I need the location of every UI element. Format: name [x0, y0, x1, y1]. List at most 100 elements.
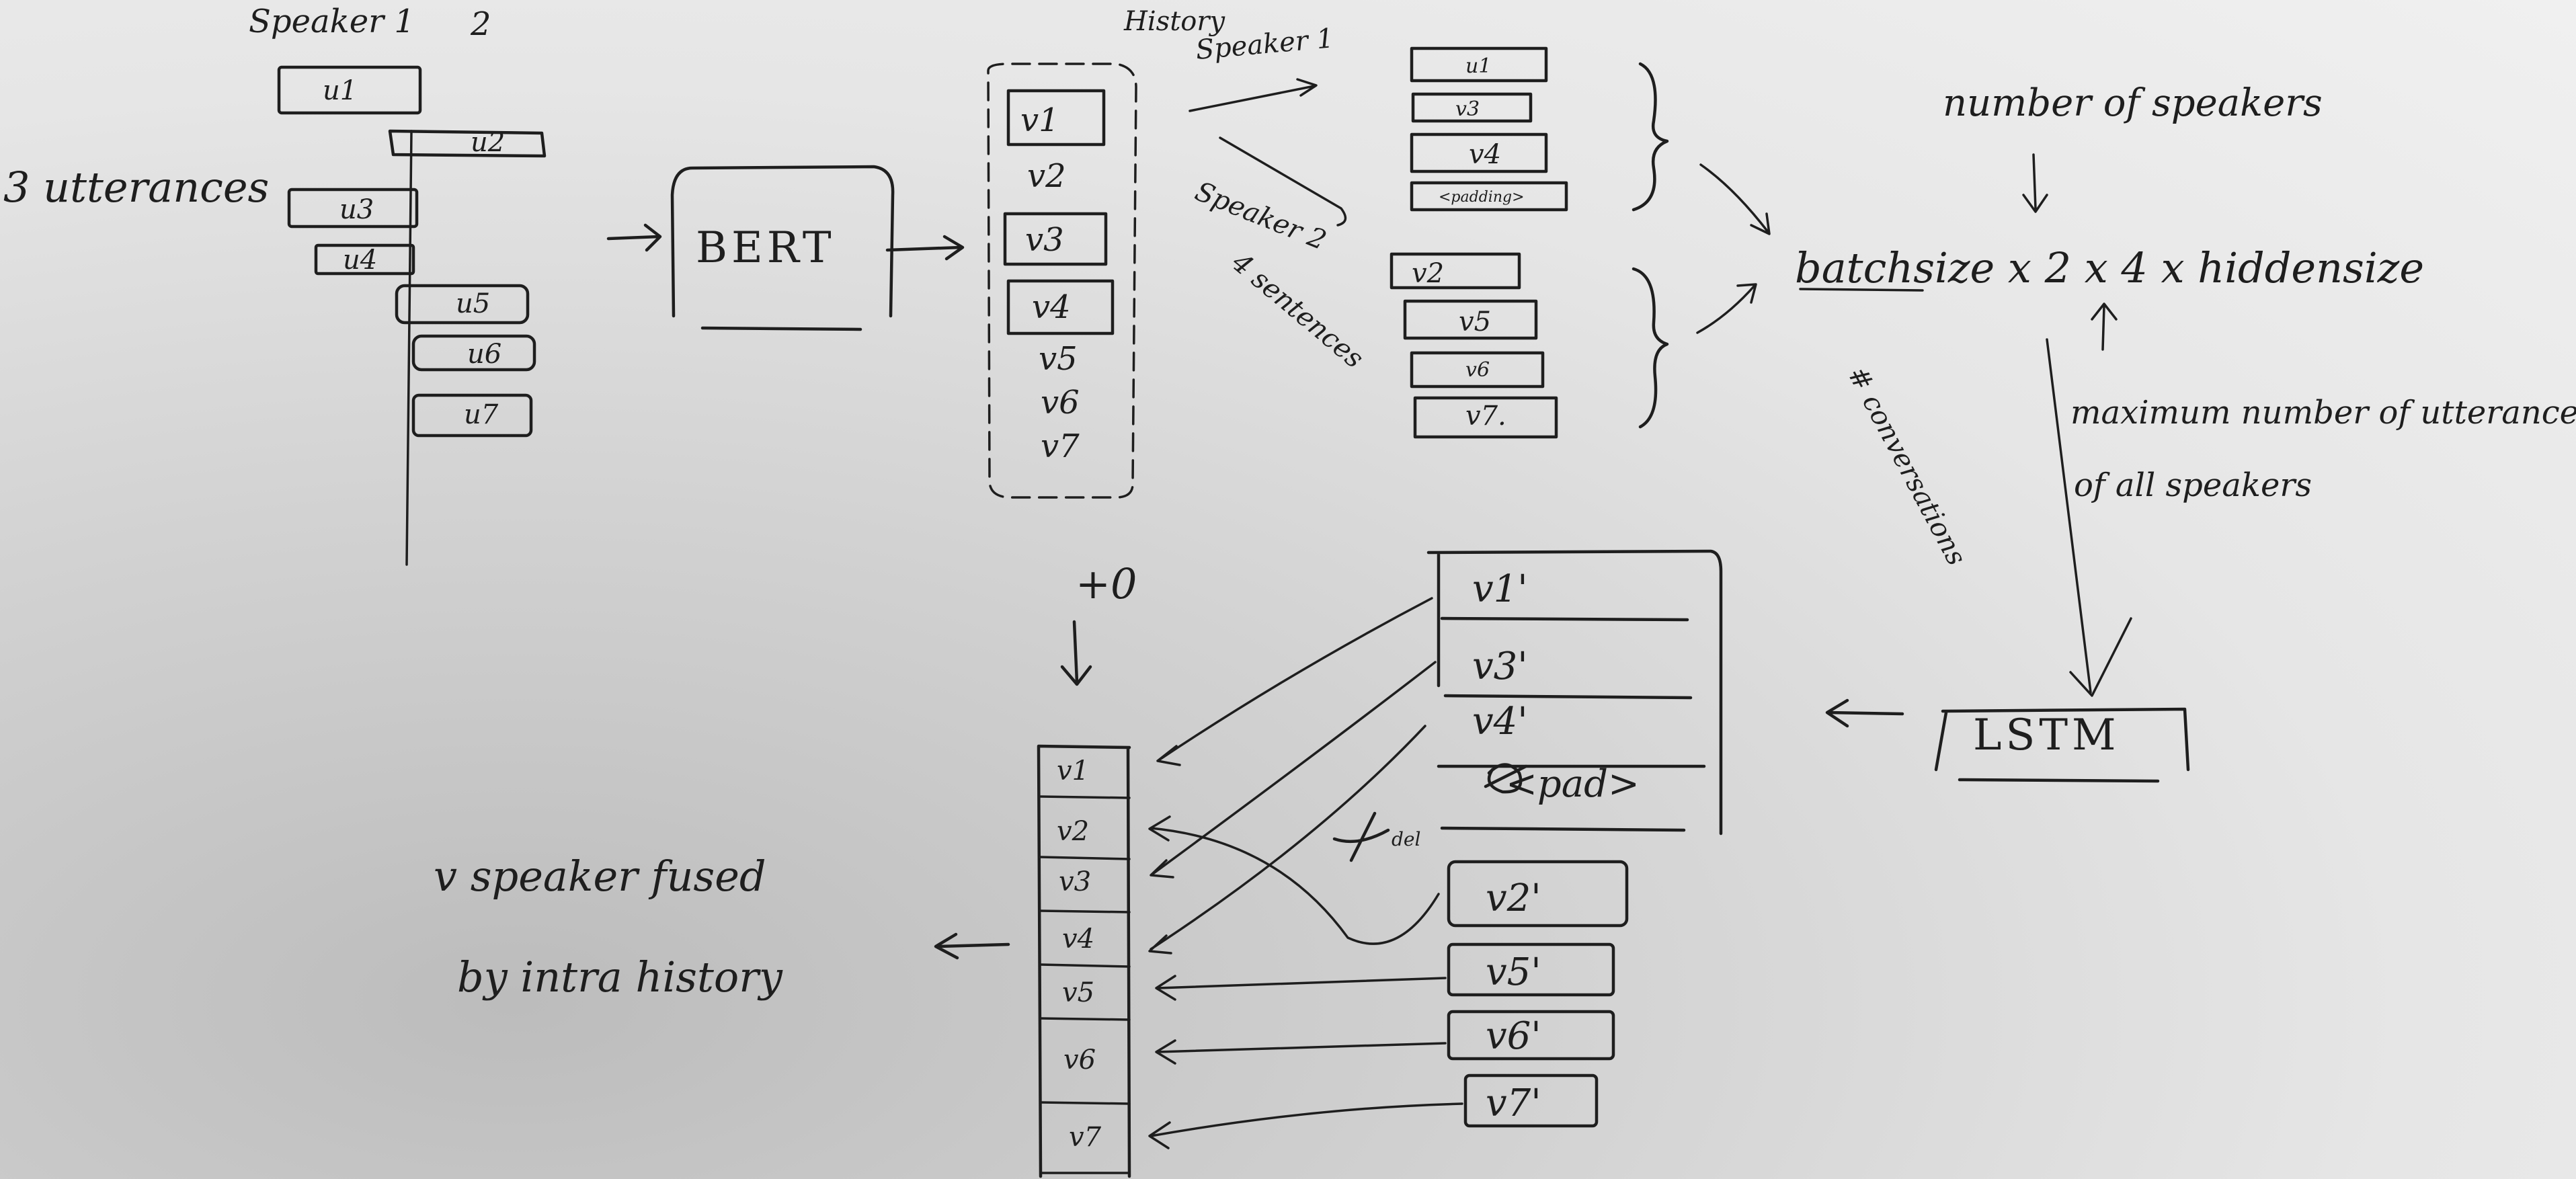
svg-text:v6': v6' — [1486, 1014, 1541, 1058]
utterance-u6: u6 — [411, 334, 536, 372]
fused-v6: v6 — [1063, 1045, 1096, 1075]
utterance-u3: u3 — [287, 188, 419, 229]
svg-text:v3: v3 — [1025, 221, 1064, 259]
arrow-v5-to-fused — [1155, 975, 1447, 1001]
history-v1: v1 — [1006, 89, 1106, 147]
lstm-out-v6: v6' — [1447, 1010, 1615, 1061]
history-label: History — [1123, 6, 1225, 37]
speaker2-group: v2 v5 v6 v7. — [1390, 252, 1669, 439]
fused-caption-line1: v speaker fused — [434, 852, 766, 901]
max-utterances-line2: of all speakers — [2074, 466, 2312, 504]
svg-text:u6: u6 — [467, 339, 501, 370]
fused-v5: v5 — [1062, 977, 1094, 1008]
speaker2-item-v7: v7. — [1413, 396, 1558, 439]
svg-text:u1: u1 — [323, 75, 357, 106]
number-of-speakers-label: number of speakers — [1943, 81, 2323, 125]
arrow-v6-to-fused — [1155, 1039, 1447, 1065]
lstm-out-pad: <pad> — [1506, 762, 1640, 806]
svg-text:v6: v6 — [1465, 358, 1490, 382]
lstm-label: LSTM — [1973, 710, 2120, 760]
arrow-speaker1-branch — [1189, 78, 1318, 112]
svg-text:u5: u5 — [456, 288, 490, 319]
arrow-speaker1-to-shape — [1699, 163, 1771, 235]
speaker2-item-v2: v2 — [1390, 252, 1521, 290]
speaker2-item-v5: v5 — [1403, 299, 1538, 340]
arrow-bert-to-history — [885, 235, 965, 261]
svg-text:v5: v5 — [1459, 307, 1491, 337]
lstm-out-v2: v2' — [1447, 860, 1629, 928]
arrow-v4-to-fused — [1148, 725, 1426, 954]
speaker1-item-padding: <padding> — [1410, 181, 1568, 212]
speaker-divider-line — [405, 130, 413, 566]
bert-block: BERT — [670, 165, 895, 331]
svg-text:<padding>: <padding> — [1439, 189, 1525, 206]
svg-text:v5': v5' — [1486, 950, 1541, 994]
conversations-label: # conversations — [1841, 362, 1972, 571]
utterance-u2: u2 — [388, 127, 547, 158]
svg-text:v2': v2' — [1486, 877, 1541, 920]
lstm-out-v4: v4' — [1472, 700, 1528, 743]
utterance-u4: u4 — [314, 243, 415, 276]
history-v4: v4 — [1006, 279, 1115, 335]
speaker1-brace — [1632, 62, 1669, 212]
svg-text:v3: v3 — [1455, 97, 1480, 121]
shape-formula: batchsize x 2 x 4 x hiddensize — [1795, 243, 2424, 292]
fused-v3: v3 — [1059, 866, 1091, 897]
fused-caption-line2: by intra history — [457, 952, 783, 1002]
arrow-shape-to-lstm — [2046, 338, 2132, 697]
fused-v2: v2 — [1057, 816, 1089, 847]
arrow-v2-to-fused — [1148, 815, 1440, 945]
batchsize-underline — [1799, 288, 1924, 292]
utterance-u7: u7 — [411, 393, 533, 438]
speaker2-brace — [1632, 267, 1669, 429]
bert-label: BERT — [696, 223, 836, 273]
history-v7: v7 — [1041, 428, 1080, 465]
speaker1-item-v3: v3 — [1411, 92, 1533, 123]
utterance-u5: u5 — [395, 284, 530, 325]
svg-text:u1: u1 — [1465, 54, 1491, 78]
svg-text:v7': v7' — [1486, 1082, 1541, 1125]
svg-text:v4: v4 — [1469, 139, 1501, 170]
svg-text:u4: u4 — [343, 245, 377, 276]
utterances-count-label: 3 utterances — [3, 163, 269, 212]
arrow-down-to-fused — [1060, 620, 1092, 686]
svg-text:v2: v2 — [1412, 258, 1444, 289]
svg-text:u7: u7 — [464, 399, 499, 430]
history-v2: v2 — [1027, 157, 1066, 195]
fused-column: v1 v2 v3 v4 v5 v6 v7 — [1037, 744, 1131, 1178]
svg-text:v4: v4 — [1032, 288, 1071, 326]
del-label: del — [1392, 828, 1420, 850]
arrow-v1-to-fused — [1156, 597, 1433, 766]
fused-v1: v1 — [1057, 756, 1089, 786]
speaker2-branch-label: Speaker 2 — [1191, 176, 1330, 257]
arrow-v7-to-fused — [1148, 1102, 1463, 1149]
fused-v7: v7 — [1069, 1122, 1102, 1153]
svg-text:v7.: v7. — [1465, 401, 1506, 432]
arrow-fused-to-caption — [934, 932, 1010, 960]
lstm-out-v3: v3' — [1472, 645, 1528, 688]
svg-text:u2: u2 — [471, 127, 505, 158]
history-v3: v3 — [1003, 212, 1108, 266]
lstm-out-v1: v1' — [1472, 567, 1528, 611]
history-v5: v5 — [1039, 340, 1078, 378]
arrow-to-bert — [606, 223, 662, 252]
four-sentences-label: 4 sentences — [1225, 247, 1369, 374]
svg-text:v1: v1 — [1020, 101, 1059, 139]
lstm-out-v5: v5' — [1447, 942, 1615, 997]
arrow-max-utterances — [2091, 302, 2118, 351]
speaker1-item-u1: u1 — [1410, 46, 1548, 83]
max-utterances-line1: maximum number of utterances — [2070, 394, 2576, 432]
speaker1-group: u1 v3 v4 <padding> — [1410, 46, 1669, 212]
lstm-speaker1-outputs: v1' v3' v4' <pad> — [1426, 549, 1723, 836]
history-dashed-container — [987, 63, 1137, 499]
arrow-speaker2-to-shape — [1696, 283, 1757, 334]
arrow-v3-to-fused — [1150, 661, 1437, 879]
speaker1-heading: Speaker 1 — [249, 3, 415, 40]
scribble-mark — [1484, 763, 1528, 794]
svg-text:u3: u3 — [339, 194, 374, 225]
history-v6: v6 — [1041, 384, 1080, 421]
lstm-out-v7: v7' — [1463, 1073, 1599, 1128]
lstm-block: LSTM — [1934, 707, 2190, 783]
